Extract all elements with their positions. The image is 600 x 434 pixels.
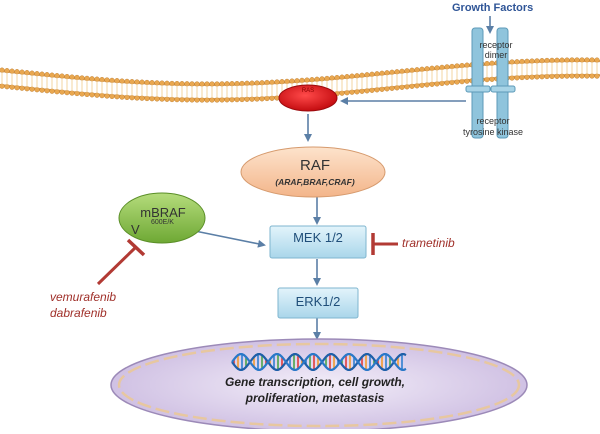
ras-label: RAS bbox=[301, 88, 315, 94]
nucleus bbox=[110, 338, 528, 432]
receptor-dimer bbox=[465, 27, 516, 139]
raf-isoforms-label: (ARAF,BRAF,CRAF) bbox=[275, 177, 355, 187]
nucleus-outcome-line2: proliferation, metastasis bbox=[245, 391, 385, 405]
mbraf-mutation-superscript: 600E/K bbox=[151, 219, 174, 226]
trametinib-inhibition bbox=[371, 233, 398, 255]
nucleus-outcome-text: Gene transcription, cell growth, prolife… bbox=[180, 374, 450, 406]
dna-helix-icon bbox=[231, 353, 407, 371]
mek-box bbox=[269, 225, 367, 259]
ras-node bbox=[278, 84, 338, 112]
mbraf-node bbox=[118, 192, 206, 244]
nucleus-outcome-line1: Gene transcription, cell growth, bbox=[224, 375, 406, 389]
mbraf-mutation-label: V bbox=[131, 222, 140, 237]
braf-inhibitors-label: vemurafenib dabrafenib bbox=[50, 289, 116, 321]
dabrafenib-label: dabrafenib bbox=[50, 306, 107, 320]
receptor-dimer-label: receptor dimer bbox=[479, 40, 513, 60]
raf-label: RAF bbox=[300, 157, 330, 174]
mek-label: MEK 1/2 bbox=[293, 230, 343, 245]
growth-factors-label: Growth Factors bbox=[452, 2, 534, 14]
erk-box bbox=[277, 287, 359, 319]
mbraf-to-mek-arrow bbox=[189, 229, 266, 248]
trametinib-label: trametinib bbox=[402, 236, 455, 250]
raf-node bbox=[240, 146, 386, 198]
receptor-tyrosine-kinase-label: receptor tyrosine kinase bbox=[462, 116, 524, 137]
vemurafenib-inhibition bbox=[96, 238, 146, 286]
vemurafenib-label: vemurafenib bbox=[50, 290, 117, 304]
mbraf-label: mBRAF bbox=[140, 205, 186, 220]
erk-label: ERK1/2 bbox=[295, 294, 341, 309]
